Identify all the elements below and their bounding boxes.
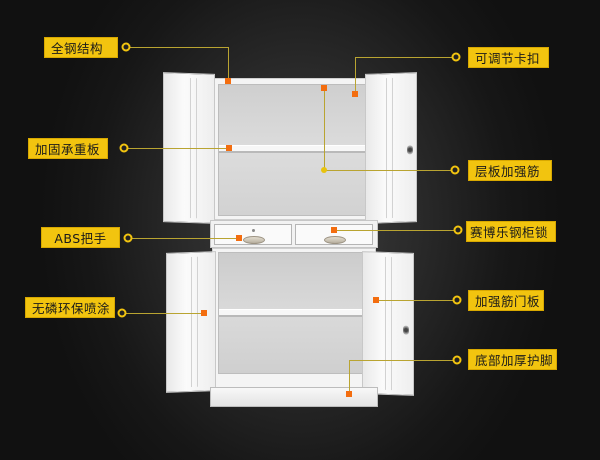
label-reinforced-door-panel: 加强筋门板	[468, 290, 544, 311]
keyhole-icon	[252, 229, 255, 232]
drawer-section	[210, 220, 378, 248]
label-shelf-reinforcement-rib: 层板加强筋	[468, 160, 552, 181]
connector-node-icon	[453, 225, 463, 235]
lower-shelf	[219, 309, 369, 317]
marker-thick-base	[346, 391, 352, 397]
connector-node-icon	[117, 308, 127, 318]
lower-left-door	[166, 251, 216, 393]
connector-node-icon	[123, 233, 133, 243]
left-drawer	[214, 224, 292, 245]
right-drawer	[295, 224, 373, 245]
label-abs-handle: ABS把手	[41, 227, 120, 248]
upper-right-door	[365, 72, 417, 224]
abs-handle	[243, 236, 265, 244]
marker-shelf-rib-top	[321, 85, 327, 91]
cabinet-lower-interior	[218, 252, 370, 374]
marker-rib-door	[373, 297, 379, 303]
marker-abs-handle	[236, 235, 242, 241]
door-lock-icon	[403, 325, 409, 335]
cabinet-plinth	[210, 387, 378, 407]
label-thickened-base-guard: 底部加厚护脚	[468, 349, 557, 370]
label-cabinet-lock: 赛博乐钢柜锁	[466, 221, 556, 242]
abs-handle	[324, 236, 346, 244]
marker-adjustable-clip	[352, 91, 358, 97]
marker-cabinet-lock	[331, 227, 337, 233]
connector-node-icon	[451, 52, 461, 62]
marker-shelf-rib	[321, 167, 327, 173]
lower-right-door	[362, 251, 414, 396]
label-phosphorus-free-coating: 无磷环保喷涂	[25, 297, 115, 318]
marker-full-steel	[225, 78, 231, 84]
marker-eco-coating	[201, 310, 207, 316]
label-adjustable-clip: 可调节卡扣	[468, 47, 549, 68]
connector-node-icon	[452, 295, 462, 305]
connector-node-icon	[121, 42, 131, 52]
label-full-steel-structure: 全钢结构	[44, 37, 118, 58]
marker-reinforced-shelf	[226, 145, 232, 151]
label-reinforced-load-shelf: 加固承重板	[28, 138, 108, 159]
connector-node-icon	[119, 143, 129, 153]
connector-node-icon	[452, 355, 462, 365]
cabinet-upper-interior	[218, 84, 370, 216]
door-lock-icon	[407, 145, 413, 155]
connector-node-icon	[450, 165, 460, 175]
upper-shelf	[219, 145, 369, 153]
